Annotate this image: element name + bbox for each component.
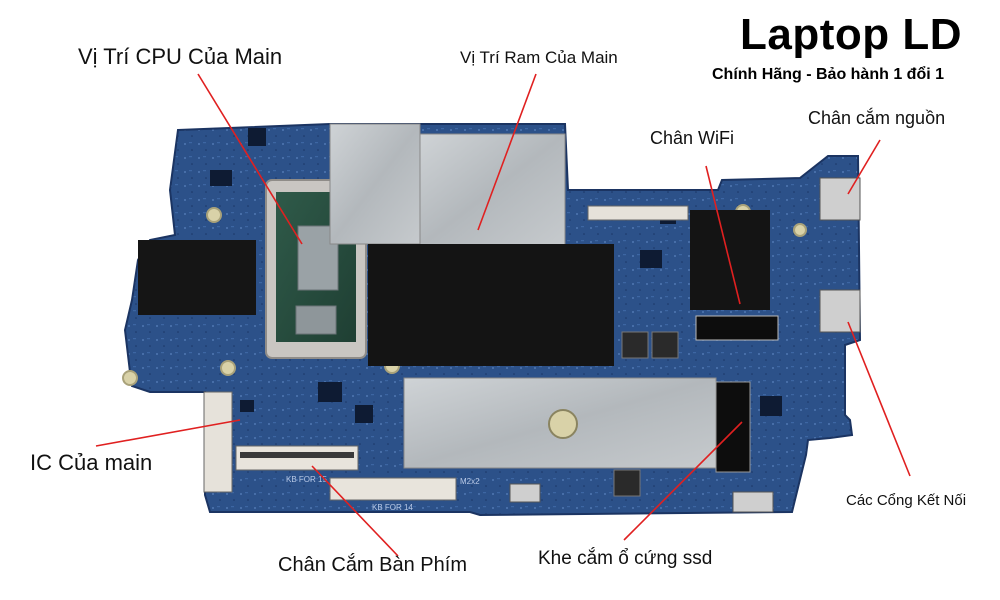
label-ram: Vị Trí Ram Của Main	[460, 48, 618, 67]
label-wifi: Chân WiFi	[650, 128, 735, 148]
label-ssd: Khe cắm ổ cứng ssd	[538, 548, 713, 569]
wifi-tape	[690, 210, 770, 310]
wifi-slot	[695, 315, 779, 341]
label-cpu: Vị Trí CPU Của Main	[78, 44, 283, 69]
label-keyboard: Chân Cắm Bàn Phím	[278, 554, 467, 576]
metal-shield-top	[329, 123, 421, 245]
callout-line-ic	[95, 419, 241, 447]
ssd-slot	[715, 381, 751, 473]
callout-lines	[95, 73, 911, 557]
label-ic: IC Của main	[30, 450, 153, 475]
callout-line-keyboard	[311, 465, 399, 557]
callout-line-ports	[847, 321, 911, 477]
ssd-shield	[403, 377, 717, 469]
inductors	[613, 331, 679, 497]
silkscreen-kb-for-14: KB FOR 14	[372, 503, 413, 512]
callout-line-wifi	[705, 165, 741, 305]
callout-line-power	[847, 139, 881, 195]
keyboard-connector	[235, 445, 457, 501]
top-flex-connector	[587, 205, 689, 221]
silkscreen-m2: M2x2	[460, 477, 480, 486]
callout-line-cpu	[197, 73, 303, 245]
brand-title: Laptop LD	[740, 10, 963, 59]
label-power: Chân cắm nguồn	[808, 108, 946, 128]
ic-side-connector	[203, 391, 233, 493]
silkscreen-kb-for-15: KB FOR 15	[286, 475, 327, 484]
callout-line-ssd	[623, 421, 743, 541]
callout-line-ram	[477, 73, 537, 231]
brand-subtitle: Chính Hãng - Bảo hành 1 đổi 1	[712, 66, 944, 83]
small-components	[210, 128, 782, 423]
label-ports: Các Cổng Kết Nối	[846, 492, 967, 509]
ram-black-tape	[368, 244, 614, 366]
black-tape-left	[138, 240, 256, 315]
